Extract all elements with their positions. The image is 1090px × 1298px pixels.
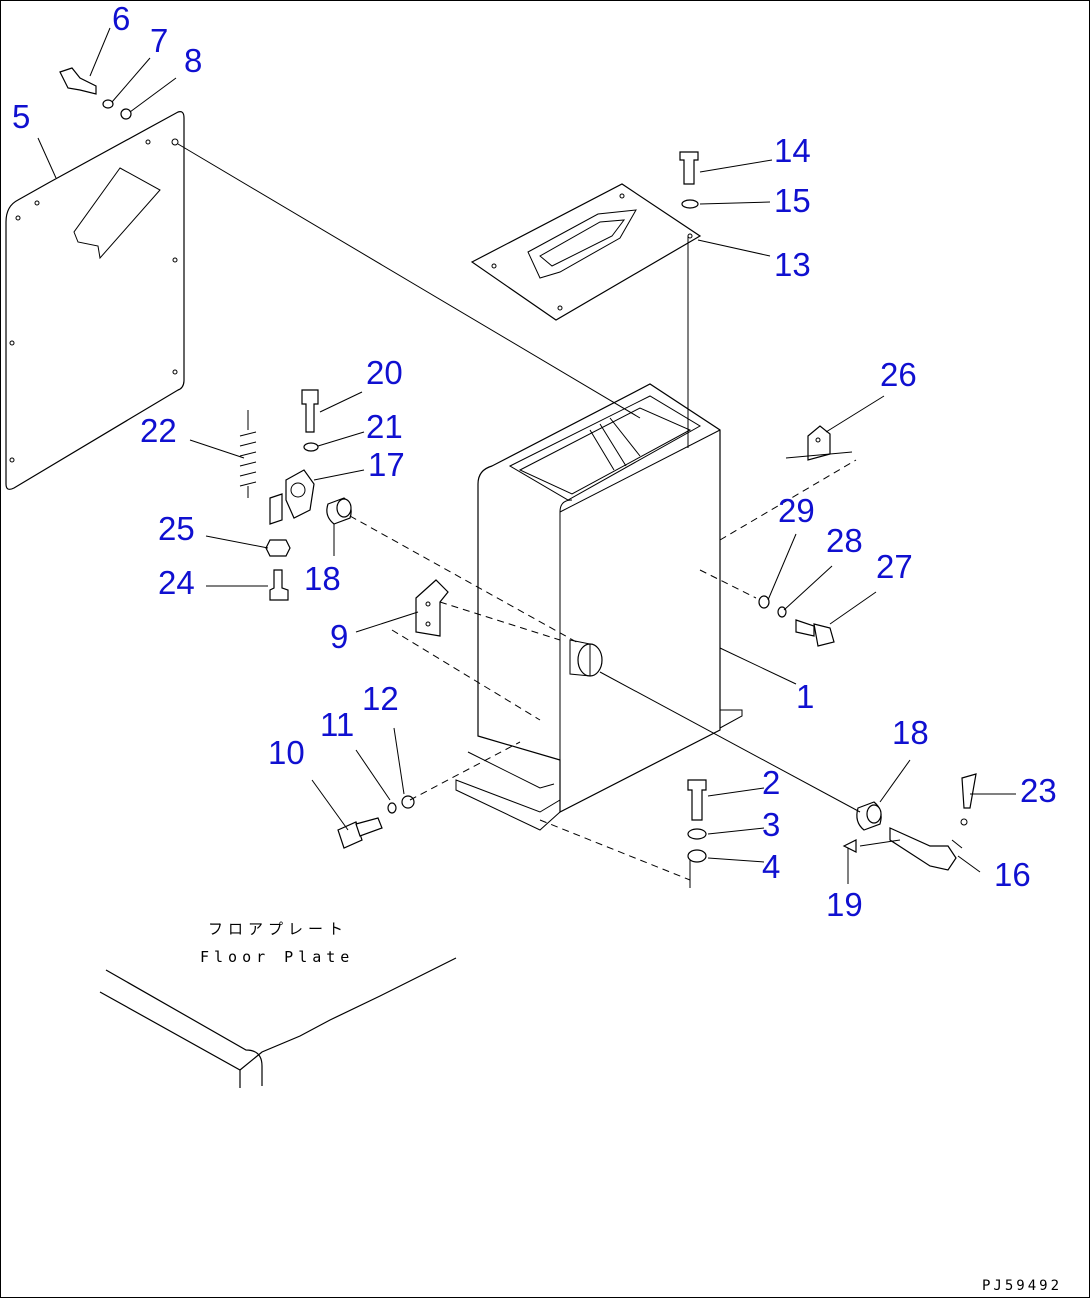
callout-20: 20 xyxy=(366,354,403,391)
callout-29: 29 xyxy=(778,492,815,529)
callout-5: 5 xyxy=(12,98,30,135)
callout-18-lower: 18 xyxy=(892,714,929,751)
knob-part xyxy=(960,773,977,826)
floor-plate-label-en: Floor Plate xyxy=(200,948,354,966)
bushing-lower-part xyxy=(856,801,882,831)
callout-6: 6 xyxy=(112,0,130,37)
leader-lines xyxy=(37,27,1016,884)
bolt-24-25-part xyxy=(265,539,291,601)
callout-28: 28 xyxy=(826,522,863,559)
callout-16: 16 xyxy=(994,856,1031,893)
floor-plate-drawing xyxy=(99,957,457,1088)
callout-3: 3 xyxy=(762,806,780,843)
bushing-upper-part xyxy=(326,497,352,525)
callout-2: 2 xyxy=(762,764,780,801)
callout-9: 9 xyxy=(330,618,348,655)
spring-part xyxy=(239,410,257,498)
bracket-part xyxy=(415,579,449,637)
pin-part xyxy=(842,839,857,853)
top-plate-part xyxy=(470,183,702,321)
lever-shaft-part xyxy=(889,827,963,871)
drawing-code: PJ59492 xyxy=(982,1278,1062,1294)
callout-17: 17 xyxy=(368,446,405,483)
callout-4: 4 xyxy=(762,848,780,885)
top-plate-bolt-part xyxy=(679,151,699,209)
callout-7: 7 xyxy=(150,22,168,59)
callout-25: 25 xyxy=(158,510,195,547)
cover-panel-part xyxy=(5,111,185,490)
callout-23: 23 xyxy=(1020,772,1057,809)
callout-13: 13 xyxy=(774,246,811,283)
callout-8: 8 xyxy=(184,42,202,79)
callout-19: 19 xyxy=(826,886,863,923)
callout-14: 14 xyxy=(774,132,811,169)
bolt-20-part xyxy=(301,389,319,452)
assembly-lines xyxy=(177,143,901,888)
cover-bolt-part xyxy=(59,67,132,120)
callout-1: 1 xyxy=(796,678,814,715)
lever-bracket-part xyxy=(269,469,315,525)
bolt-2-part xyxy=(687,779,707,863)
callout-11: 11 xyxy=(320,706,354,743)
callout-10: 10 xyxy=(268,734,305,771)
callout-21: 21 xyxy=(366,408,403,445)
callout-18-upper: 18 xyxy=(304,560,341,597)
floor-plate-label-jp: フロアプレート xyxy=(208,920,348,938)
bolt-10-part xyxy=(337,795,415,849)
callout-24: 24 xyxy=(158,564,195,601)
callout-27: 27 xyxy=(876,548,913,585)
console-box-part xyxy=(455,383,743,831)
callout-22: 22 xyxy=(140,412,177,449)
callout-12: 12 xyxy=(362,680,399,717)
bolt-27-part xyxy=(758,595,835,647)
callout-15: 15 xyxy=(774,182,811,219)
callout-26: 26 xyxy=(880,356,917,393)
